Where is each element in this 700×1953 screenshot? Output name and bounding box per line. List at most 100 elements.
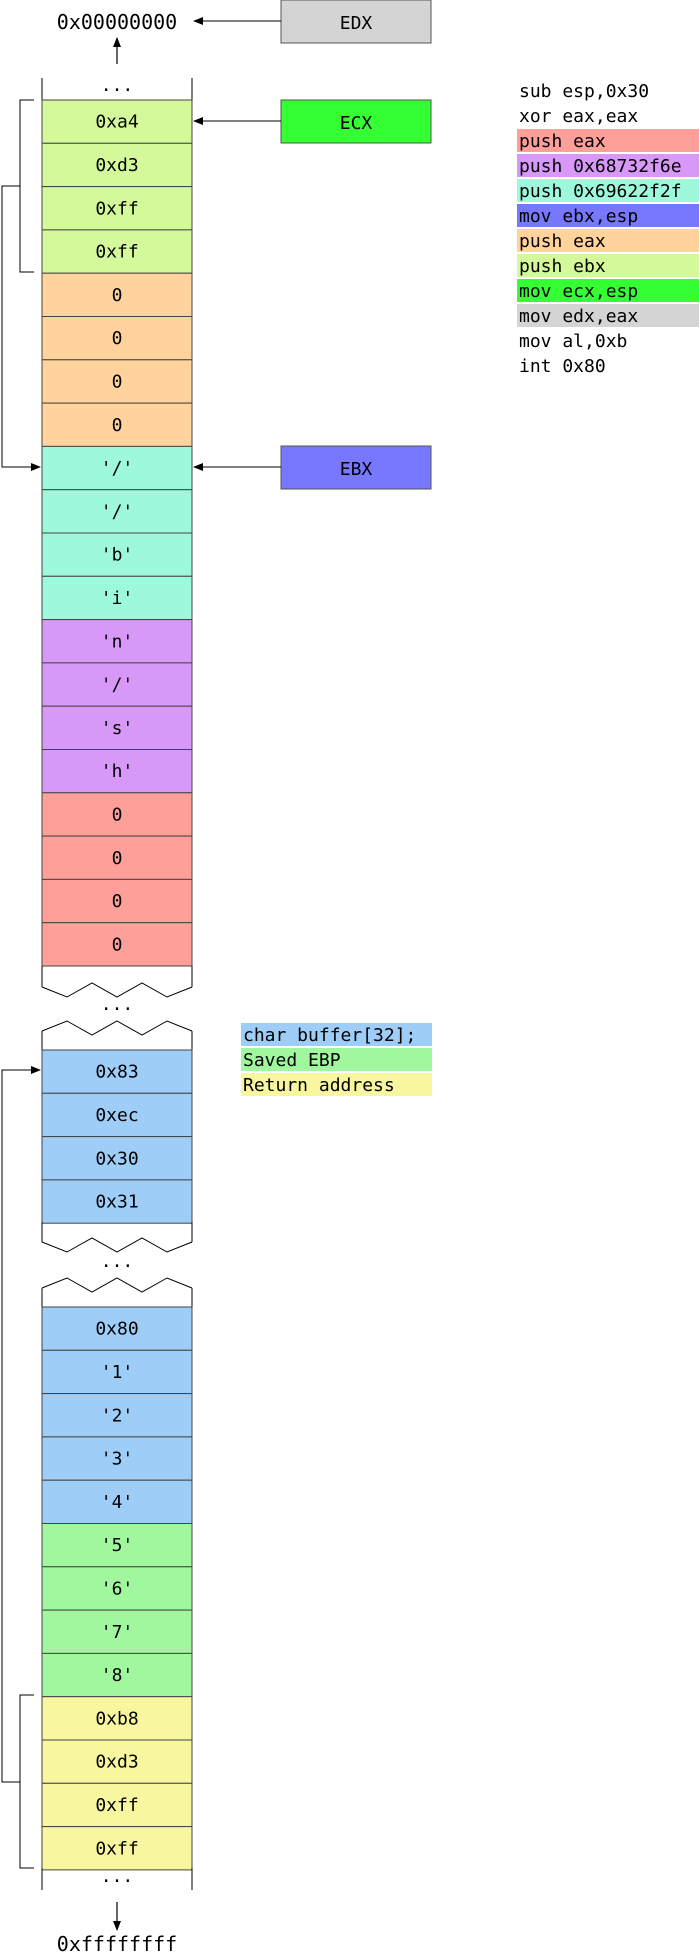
stack-middle-cell: 0xec — [41, 1092, 193, 1138]
stack-lower-cell-value: 0xff — [95, 1795, 138, 1816]
stack-upper-cell-value: 0xff — [95, 198, 138, 219]
stack-middle-cell: 0x30 — [41, 1136, 193, 1181]
stack-upper-cell-value: 'i' — [101, 588, 134, 609]
stack-upper-cell-box — [41, 792, 193, 837]
code-highlight — [517, 254, 699, 277]
register-ecx: ECX — [280, 99, 432, 144]
register-ecx-label: ECX — [340, 113, 373, 134]
code-highlight — [517, 204, 699, 227]
code-line: mov ecx,esp — [519, 281, 638, 302]
stack-lower-cell-box — [41, 1479, 193, 1524]
stack-lower-cell-value: '4' — [101, 1492, 134, 1513]
code-line: mov edx,eax — [519, 306, 638, 327]
code-highlight — [517, 279, 699, 302]
legend-highlight — [241, 1023, 432, 1046]
stack-lower-cell-value: '2' — [101, 1405, 134, 1426]
legend-highlight — [241, 1073, 432, 1096]
stack-upper-cell-box — [41, 878, 193, 924]
stack-middle-cell-value: 0x31 — [95, 1192, 138, 1213]
stack-ellipsis-bottom: ... — [101, 1866, 134, 1887]
pointer-bracket-upper — [19, 99, 34, 273]
stack-upper-cell: 0 — [41, 359, 193, 404]
stack-upper-cell: 0 — [41, 878, 193, 924]
stack-upper-cell-value: 'h' — [101, 761, 134, 782]
stack-upper-cell-box — [41, 229, 193, 274]
stack-upper-cell: 0 — [41, 316, 193, 361]
stack-ellipsis-gap-2: ... — [101, 1251, 134, 1272]
stack-lower-cell-box — [41, 1782, 193, 1828]
stack-upper-cell-value: '/' — [101, 501, 134, 522]
code-line: push eax — [519, 231, 606, 252]
pointer-arrow-upper — [1, 185, 41, 471]
stack-upper-cell: '/' — [41, 445, 193, 491]
register-edx: EDX — [280, 0, 432, 44]
stack-upper-cell-value: 0 — [112, 371, 123, 392]
code-highlight — [517, 304, 699, 327]
code-line: push ebx — [519, 256, 606, 277]
stack-upper-cell-value: 's' — [101, 718, 134, 739]
stack-upper-cell: 'n' — [41, 619, 193, 664]
stack-lower-cell-box — [41, 1826, 193, 1871]
legend-highlight — [241, 1048, 432, 1071]
register-ebx: EBX — [280, 445, 432, 490]
stack-lower-cell-value: '5' — [101, 1535, 134, 1556]
stack-upper-cell-value: 0 — [112, 934, 123, 955]
stack-lower-cell-value: '3' — [101, 1449, 134, 1470]
stack-lower-cell: 0xff — [41, 1826, 193, 1871]
stack-upper-cell-box — [41, 142, 193, 188]
stack-middle-cell-value: 0xec — [95, 1105, 138, 1126]
stack-upper-cell: 'h' — [41, 749, 193, 794]
stack-ellipsis-top: ... — [101, 75, 134, 96]
stack-upper-cell: 0 — [41, 402, 193, 447]
stack-upper-cell-value: '/' — [101, 675, 134, 696]
legend-line: Saved EBP — [243, 1050, 341, 1071]
stack-upper-cell-value: 0 — [112, 415, 123, 436]
stack-lower-cell-value: 0x80 — [95, 1319, 138, 1340]
code-highlight — [517, 129, 699, 152]
break-upper-zigzag-bottom — [41, 982, 193, 998]
break-lower-zigzag-top — [41, 1277, 193, 1293]
stack-upper-cell-value: 0 — [112, 848, 123, 869]
stack-lower-cell-value: '7' — [101, 1622, 134, 1643]
stack-middle-cell: 0x83 — [41, 1049, 193, 1094]
stack-lower-cell-box — [41, 1393, 193, 1438]
stack-lower-cell-value: 0xd3 — [95, 1752, 138, 1773]
stack-upper-cell-box — [41, 749, 193, 794]
stack-upper-cell-box — [41, 575, 193, 621]
stack-upper-cell: 'i' — [41, 575, 193, 621]
stack-lower-section: 0x80'1''2''3''4''5''6''7''8'0xb80xd30xff… — [41, 1306, 193, 1871]
stack-upper-cell-box — [41, 272, 193, 318]
stack-upper-cell-value: 0xff — [95, 242, 138, 263]
stack-middle-cell-box — [41, 1049, 193, 1094]
stack-lower-cell-box — [41, 1566, 193, 1611]
break-upper-zigzag-top — [41, 1020, 193, 1036]
address-bottom-label: 0xffffffff — [57, 1932, 177, 1953]
code-line: sub esp,0x30 — [519, 81, 649, 102]
stack-lower-cell-box — [41, 1609, 193, 1654]
code-line: push eax — [519, 131, 606, 152]
stack-middle-cell-value: 0x30 — [95, 1148, 138, 1169]
stack-upper-cell: 's' — [41, 705, 193, 751]
stack-middle-cell-box — [41, 1092, 193, 1138]
stack-lower-cell-box — [41, 1739, 193, 1784]
code-line: push 0x69622f2f — [519, 181, 682, 202]
stack-lower-cell: 0x80 — [41, 1306, 193, 1351]
stack-upper-cell-box — [41, 532, 193, 577]
stack-upper-cell-value: '/' — [101, 458, 134, 479]
stack-middle-cell-value: 0x83 — [95, 1062, 138, 1083]
stack-upper-cell: 0xd3 — [41, 142, 193, 188]
code-highlight — [517, 179, 699, 202]
stack-upper-cell-box — [41, 619, 193, 664]
stack-lower-cell: '6' — [41, 1566, 193, 1611]
code-highlight — [517, 229, 699, 252]
stack-upper-cell: 'b' — [41, 532, 193, 577]
stack-lower-cell-value: 0xff — [95, 1838, 138, 1859]
stack-lower-cell-value: 0xb8 — [95, 1708, 138, 1729]
stack-upper-cell-box — [41, 445, 193, 491]
code-line: mov al,0xb — [519, 331, 627, 352]
stack-lower-cell-box — [41, 1436, 193, 1481]
stack-lower-cell: '8' — [41, 1652, 193, 1698]
pointer-bracket-lower — [19, 1694, 34, 1869]
